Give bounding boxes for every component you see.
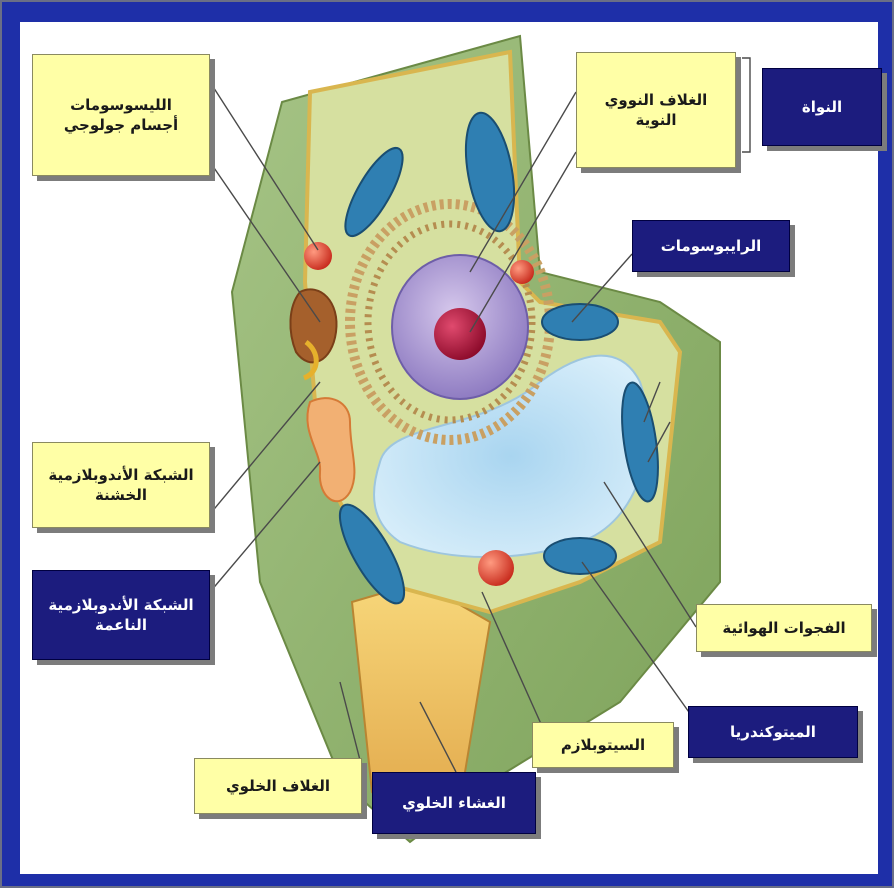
mitochondrion-6 [544, 538, 616, 574]
label-cytoplasm: السيتوبلازم [532, 722, 674, 768]
label-vacuoles: الفجوات الهوائية [696, 604, 872, 652]
label-lysosomes-golgi: الليسوسومات أجسام جولوجي [32, 54, 210, 176]
label-nucleolus: النوية [635, 110, 676, 130]
mitochondrion-3 [542, 304, 618, 340]
nucleolus-shape [434, 308, 486, 360]
label-smooth-er: الشبكة الأندوبلازمية الناعمة [32, 570, 210, 660]
lysosome-shape-1 [304, 242, 332, 270]
label-lysosomes: الليسوسومات [70, 95, 172, 115]
label-cell-membrane: الغشاء الخلوي [372, 772, 536, 834]
label-mitochondria: الميتوكندريا [688, 706, 858, 758]
label-nuclear-envelope-nucleolus: الغلاف النووي النوية [576, 52, 736, 168]
label-cell-wall: الغلاف الخلوي [194, 758, 362, 814]
label-nucleus: النواة [762, 68, 882, 146]
lysosome-shape-2 [510, 260, 534, 284]
diagram-canvas: الليسوسومات أجسام جولوجي الغلاف النووي ا… [20, 22, 878, 874]
label-golgi: أجسام جولوجي [64, 115, 178, 135]
label-nuclear-envelope: الغلاف النووي [605, 90, 708, 110]
label-ribosomes: الرايبوسومات [632, 220, 790, 272]
label-rough-er: الشبكة الأندوبلازمية الخشنة [32, 442, 210, 528]
lysosome-shape-3 [478, 550, 514, 586]
